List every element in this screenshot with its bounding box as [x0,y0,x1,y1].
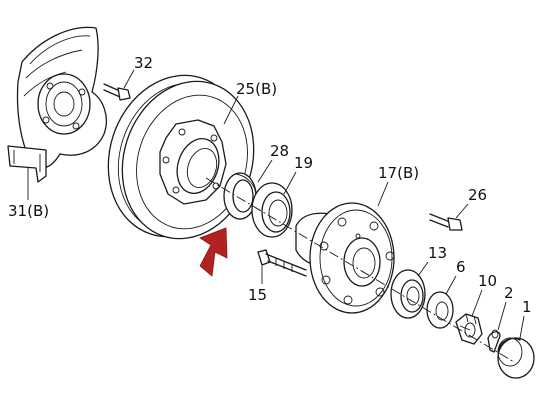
callout-19: 19 [294,154,313,172]
castle-nut-part [455,313,483,345]
callout-6: 6 [456,258,466,276]
callout-labels: 32 25(B) 28 19 17(B) 26 13 6 10 2 1 15 3… [8,54,532,316]
callout-25: 25(B) [236,80,277,98]
screw-26-part [429,213,463,231]
leader-lines [27,69,525,339]
callout-10: 10 [478,272,497,290]
axis-centerline [205,177,515,363]
callout-28: 28 [270,142,289,160]
cotter-pin-part [487,329,501,353]
bolt-32-part [103,83,131,101]
wheel-hub-part [295,202,395,314]
oil-seal-part [223,172,257,220]
callout-13: 13 [428,244,447,262]
inner-bearing-part [251,182,293,238]
washer-part [426,291,454,329]
outer-bearing-part [390,269,426,319]
hub-cap-part [497,337,535,379]
callout-17: 17(B) [378,164,419,182]
direction-arrow [199,227,228,277]
hub-bolt-15-part [257,249,307,277]
callout-26: 26 [468,186,487,204]
callout-31: 31(B) [8,202,49,220]
callout-15: 15 [248,286,267,304]
brake-disc-part [107,74,255,240]
callout-2: 2 [504,284,514,302]
callout-32: 32 [134,54,153,72]
callout-1: 1 [522,298,532,316]
dust-shield-part [7,26,107,183]
